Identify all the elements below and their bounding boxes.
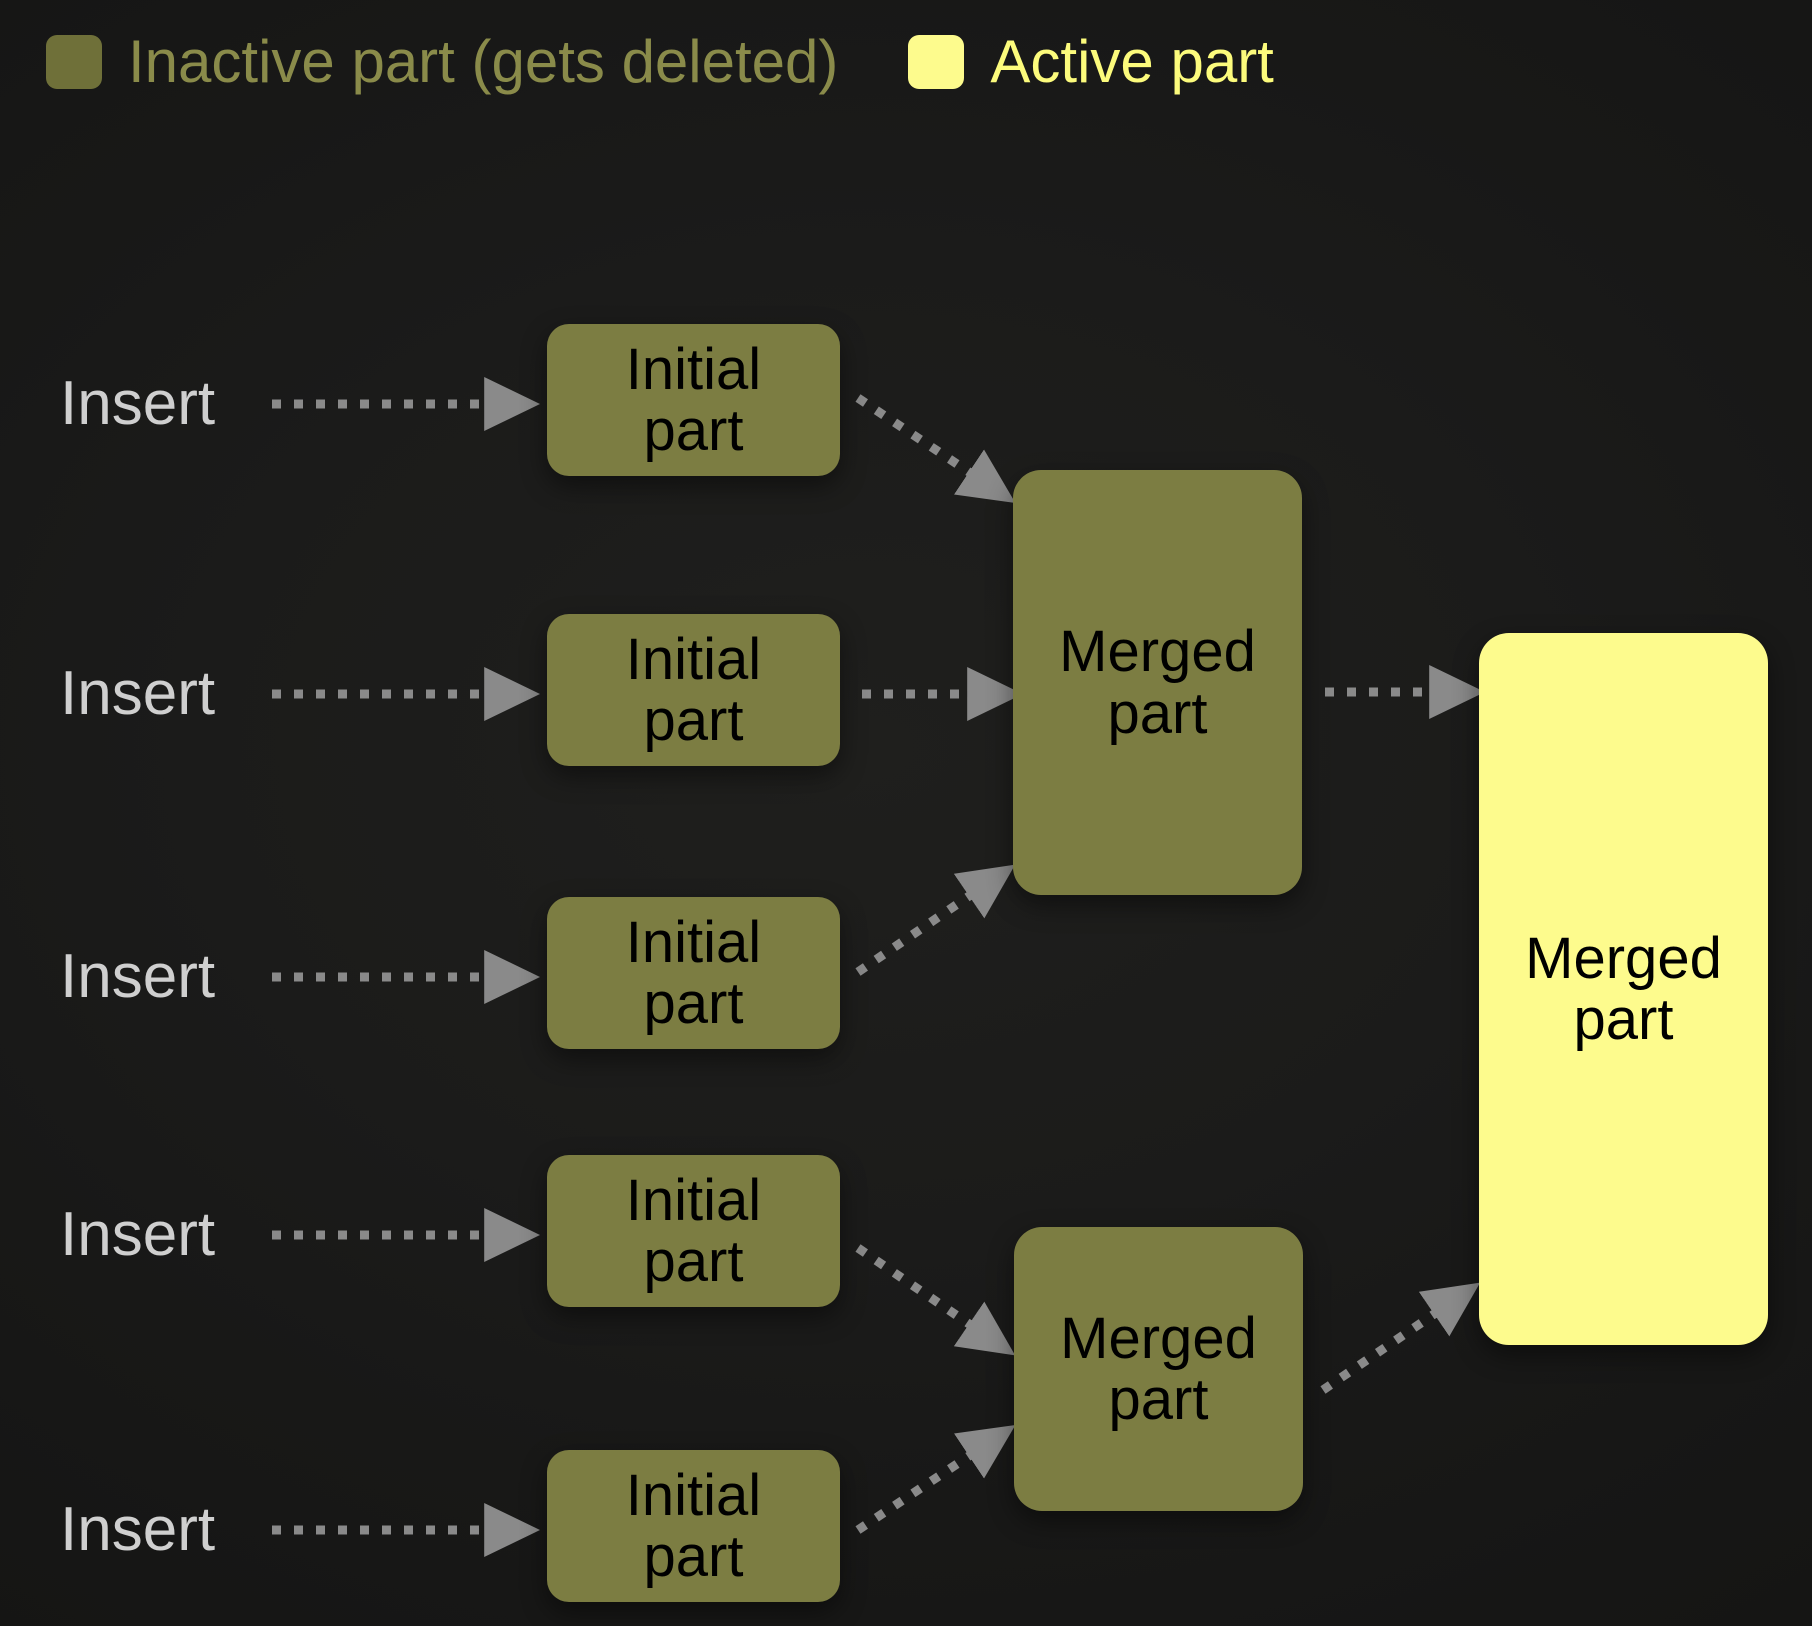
insert-label-5: Insert: [60, 1495, 216, 1564]
active-swatch-icon: [908, 35, 965, 89]
edge-initial-part-1-to-merged-part-1: [855, 394, 1016, 503]
insert-label-4: Insert: [60, 1200, 216, 1269]
legend-item-active: Active part: [908, 28, 1274, 95]
initial-part-node-2-line2: part: [643, 688, 744, 753]
initial-part-node-5-line2: part: [643, 1524, 744, 1589]
edge-initial-part-3-to-merged-part-1: [855, 864, 1016, 976]
legend: Inactive part (gets deleted) Active part: [46, 20, 1274, 104]
initial-part-node-1[interactable]: Initial part: [547, 324, 840, 476]
final-merged-part-node[interactable]: Merged part: [1479, 633, 1768, 1345]
edge-initial-part-4-to-merged-part-2: [855, 1244, 1016, 1356]
legend-label-inactive: Inactive part (gets deleted): [128, 28, 839, 95]
initial-part-node-5-line1: Initial: [625, 1462, 762, 1528]
initial-part-node-5[interactable]: Initial part: [547, 1450, 840, 1602]
legend-item-inactive: Inactive part (gets deleted): [46, 32, 838, 92]
inactive-swatch-icon: [46, 35, 102, 89]
initial-part-node-1-line2: part: [643, 398, 744, 463]
insert-label-1: Insert: [60, 369, 216, 438]
initial-part-node-2-line1: Initial: [625, 626, 762, 692]
initial-part-node-3-line2: part: [643, 971, 744, 1036]
final-merged-part-line2: part: [1573, 987, 1674, 1052]
merged-part-node-1-line2: part: [1107, 680, 1208, 746]
edge-initial-part-5-to-merged-part-2: [855, 1425, 1016, 1534]
merged-part-node-2-line2: part: [1108, 1367, 1209, 1432]
insert-label-3: Insert: [60, 942, 216, 1011]
initial-part-node-3-line1: Initial: [625, 909, 762, 975]
merged-part-node-2[interactable]: Merged part: [1014, 1227, 1303, 1511]
initial-part-node-4-line2: part: [643, 1229, 744, 1294]
merged-part-node-1[interactable]: Merged part: [1013, 470, 1302, 895]
merged-part-node-2-line1: Merged: [1060, 1305, 1257, 1371]
merged-part-node-1-line1: Merged: [1059, 619, 1256, 685]
initial-part-node-2[interactable]: Initial part: [547, 614, 840, 766]
initial-part-node-4-line1: Initial: [625, 1167, 762, 1233]
initial-part-node-4[interactable]: Initial part: [547, 1155, 840, 1307]
initial-part-node-3[interactable]: Initial part: [547, 897, 840, 1049]
insert-label-2: Insert: [60, 659, 216, 728]
edge-merged-part-2-to-final-merged-part: [1320, 1282, 1481, 1394]
legend-label-active: Active part: [990, 28, 1274, 95]
initial-part-node-1-line1: Initial: [625, 336, 762, 402]
final-merged-part-line1: Merged: [1525, 925, 1722, 991]
